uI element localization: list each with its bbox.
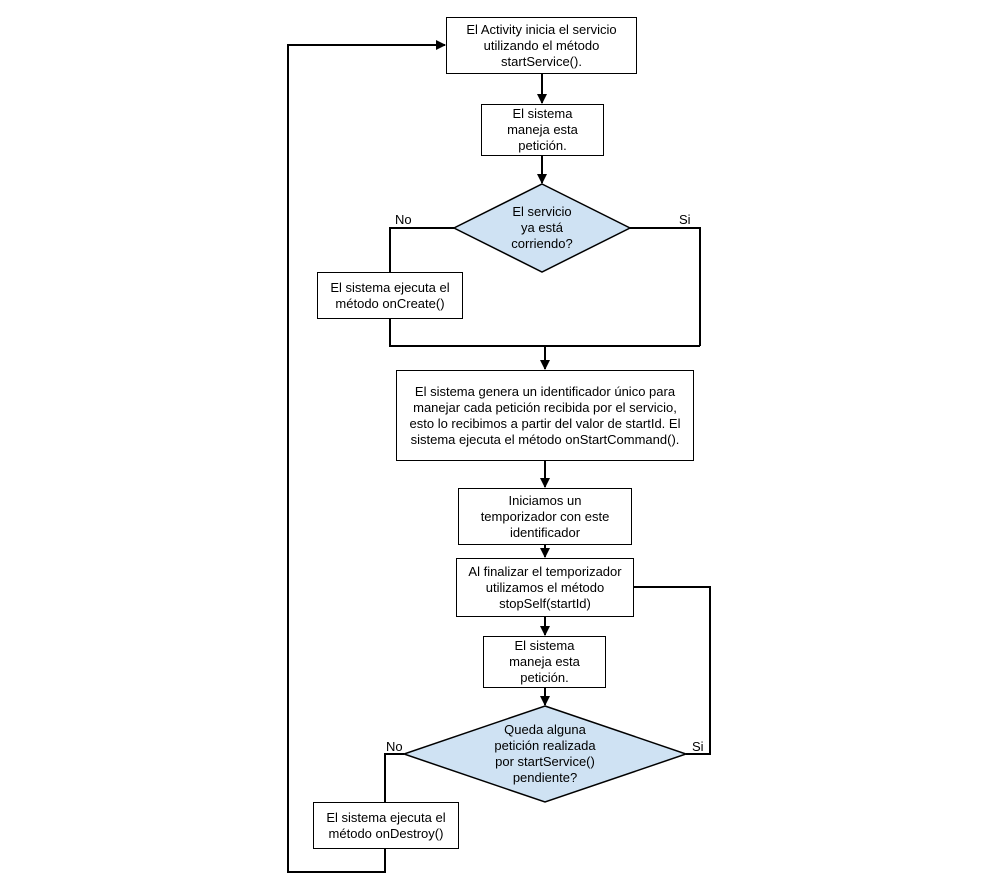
edge-label-pending-no: No [386, 739, 403, 754]
node-on-destroy: El sistema ejecuta el método onDestroy() [313, 802, 459, 849]
edges [287, 40, 711, 873]
edge-oncreate-to-merge [389, 318, 700, 347]
node-start-timer: Iniciamos un temporizador con este ident… [458, 488, 632, 545]
edge-label-running-no: No [395, 212, 412, 227]
edge-pending-yes-loop [634, 586, 711, 755]
node-system-handles-1: El sistema maneja esta petición. [481, 104, 604, 156]
edge-label-running-yes: Si [679, 212, 691, 227]
edge-ondestroy-loop-to-start [287, 40, 446, 873]
decision-pending-label: Queda alguna petición realizada por star… [494, 722, 596, 785]
node-activity-start: El Activity inicia el servicio utilizand… [446, 17, 637, 74]
edge-pending-no-to-ondestroy [384, 753, 404, 802]
decision-running-shape [452, 183, 632, 273]
node-generate-id: El sistema genera un identificador único… [396, 370, 694, 461]
decision-pending-shape [401, 705, 689, 803]
node-stop-self: Al finalizar el temporizador utilizamos … [456, 558, 634, 617]
node-on-create: El sistema ejecuta el método onCreate() [317, 272, 463, 319]
decision-running-label: El servicio ya está corriendo? [511, 204, 573, 251]
node-system-handles-2: El sistema maneja esta petición. [483, 636, 606, 688]
edge-decision-yes-to-merge [630, 227, 701, 346]
edge-label-pending-yes: Si [692, 739, 704, 754]
edge-decision-no-to-oncreate [389, 227, 454, 272]
